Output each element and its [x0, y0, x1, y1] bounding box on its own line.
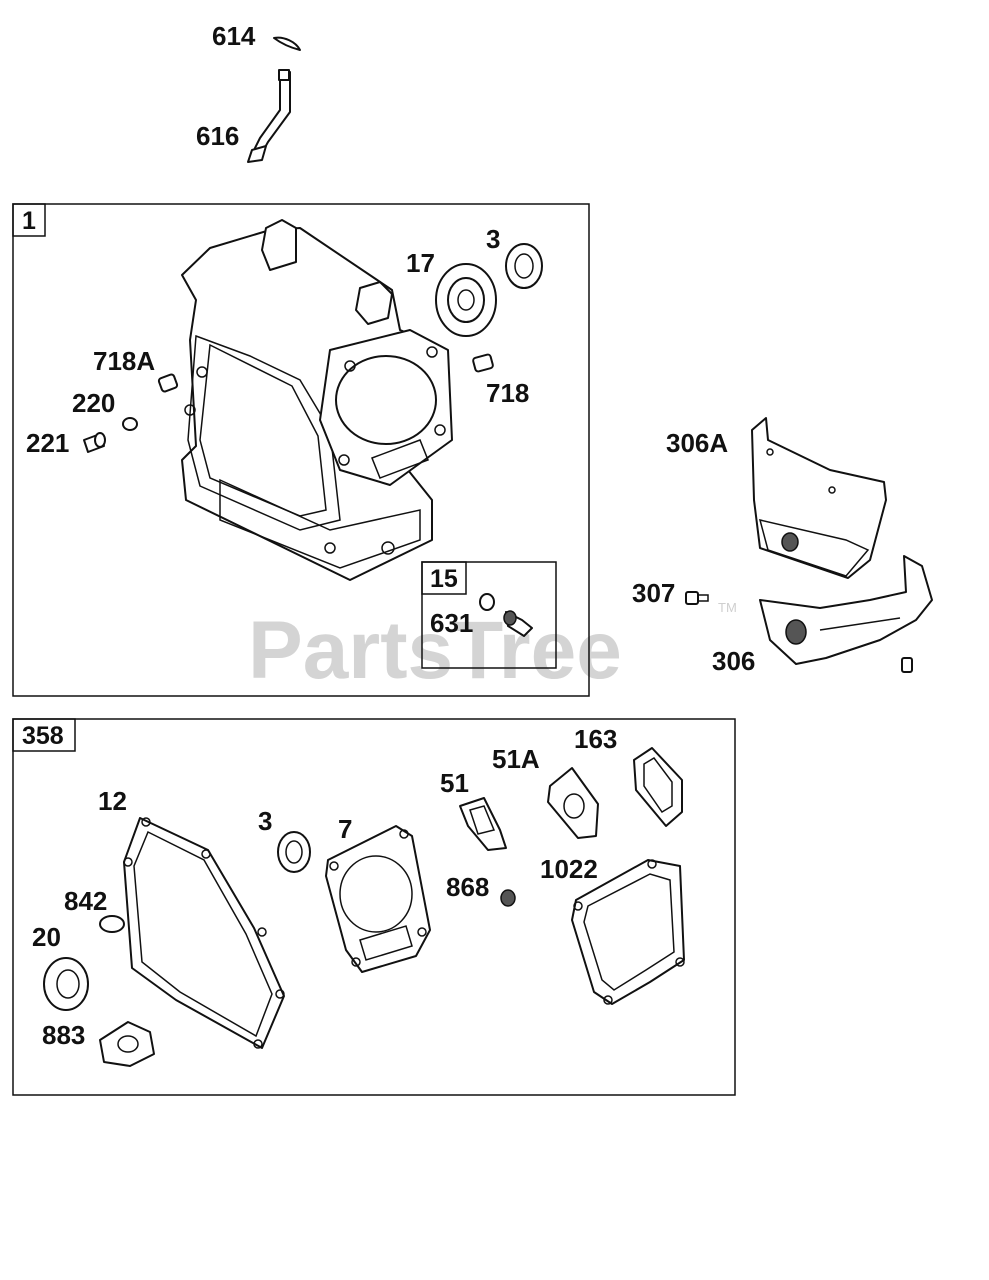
part-842-o-ring[interactable] — [99, 915, 125, 933]
watermark-text: PartsTree — [248, 605, 622, 696]
drain-plug-kit-label[interactable]: 15 — [430, 565, 458, 593]
callout-12[interactable]: 12 — [98, 786, 127, 816]
watermark-tm: TM — [718, 600, 737, 615]
callout-3-bottom[interactable]: 3 — [258, 806, 272, 836]
crankcase-assembly-label[interactable]: 1 — [22, 207, 36, 235]
callout-306[interactable]: 306 — [712, 646, 755, 676]
part-616-link-rod[interactable] — [247, 69, 291, 163]
callout-307[interactable]: 307 — [632, 578, 675, 608]
callout-718[interactable]: 718 — [486, 378, 529, 408]
callout-718a[interactable]: 718A — [93, 346, 155, 376]
part-51a-gasket[interactable] — [547, 767, 599, 839]
part-718a-dowel[interactable] — [157, 373, 179, 393]
callout-17[interactable]: 17 — [406, 248, 435, 278]
gasket-set-tag — [12, 718, 76, 752]
drain-plug-kit-tag — [421, 561, 467, 595]
callout-220[interactable]: 220 — [72, 388, 115, 418]
part-868-nut[interactable] — [500, 889, 516, 907]
callout-306a[interactable]: 306A — [666, 428, 728, 458]
part-614-clip[interactable] — [273, 36, 301, 51]
crankcase-assembly-tag — [12, 203, 46, 237]
callout-616[interactable]: 616 — [196, 121, 239, 151]
part-51-gasket[interactable] — [459, 797, 507, 851]
gasket-set-label[interactable]: 358 — [22, 722, 64, 750]
callout-868[interactable]: 868 — [446, 872, 489, 902]
part-883-gasket[interactable] — [99, 1021, 155, 1067]
drain-plug-kit-frame — [421, 561, 557, 669]
part-20-oil-seal[interactable] — [43, 957, 89, 1011]
part-718-dowel[interactable] — [472, 353, 494, 373]
callout-631[interactable]: 631 — [430, 608, 473, 638]
callout-221[interactable]: 221 — [26, 428, 69, 458]
part-306-screw[interactable] — [901, 657, 913, 673]
part-221-plug[interactable] — [83, 432, 106, 453]
callout-614[interactable]: 614 — [212, 21, 256, 51]
part-17-bearing[interactable] — [435, 263, 497, 337]
callout-51a[interactable]: 51A — [492, 744, 540, 774]
part-306-shield[interactable] — [759, 555, 933, 665]
crankcase-assembly-frame — [12, 203, 590, 697]
callout-7[interactable]: 7 — [338, 814, 352, 844]
part-3-seal-bottom[interactable] — [277, 831, 311, 873]
callout-842[interactable]: 842 — [64, 886, 107, 916]
part-631-drain-plug[interactable] — [479, 593, 533, 637]
callout-3-top[interactable]: 3 — [486, 224, 500, 254]
callout-883[interactable]: 883 — [42, 1020, 85, 1050]
cylinder-block[interactable] — [181, 219, 453, 581]
gasket-set-frame — [12, 718, 736, 1096]
callout-51[interactable]: 51 — [440, 768, 469, 798]
part-12-crankcase-gasket[interactable] — [123, 817, 285, 1049]
callout-20[interactable]: 20 — [32, 922, 61, 952]
part-1022-gasket[interactable] — [571, 859, 685, 1005]
part-163-gasket[interactable] — [633, 747, 683, 827]
part-7-head-gasket[interactable] — [325, 825, 431, 973]
part-220-washer[interactable] — [122, 417, 138, 431]
callout-1022[interactable]: 1022 — [540, 854, 598, 884]
part-3-seal-top[interactable] — [505, 243, 543, 289]
part-306a-shield[interactable] — [751, 417, 887, 579]
callout-163[interactable]: 163 — [574, 724, 617, 754]
part-307-screw[interactable] — [685, 591, 709, 605]
